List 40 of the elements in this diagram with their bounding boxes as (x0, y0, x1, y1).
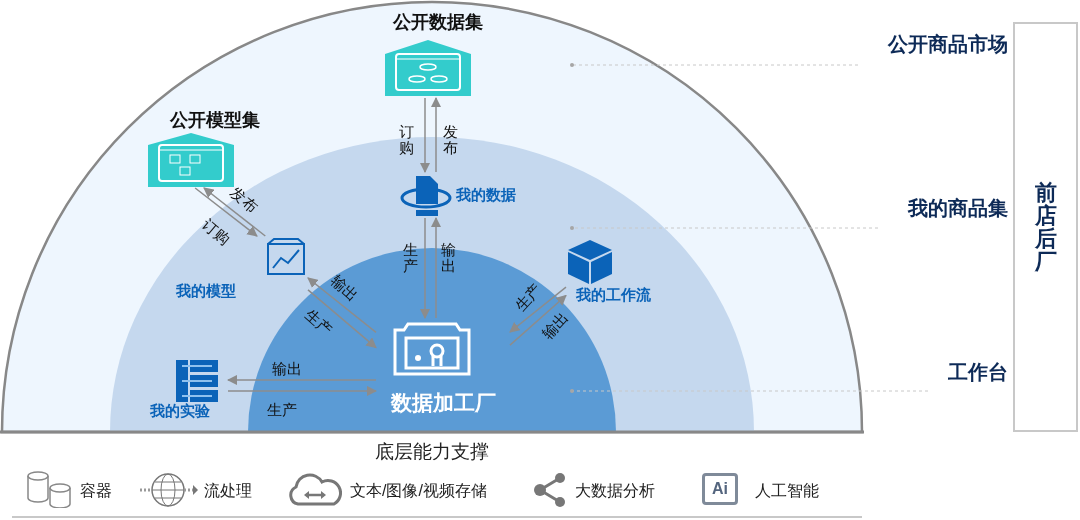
arrow (430, 96, 442, 173)
layer-label: 公开商品市场 (886, 32, 1008, 57)
arrow (307, 289, 377, 349)
heading: 公开模型集 (169, 110, 261, 132)
icon-caption: 流处理 (204, 480, 252, 500)
heading: 公开数据集 (392, 12, 484, 34)
arrow (226, 374, 377, 386)
layer-label: 我的商品集 (906, 196, 1008, 221)
arrow (419, 97, 431, 174)
edge-label: 生产 (300, 305, 336, 339)
node-label: 我的实验 (150, 402, 211, 421)
arrow (430, 216, 442, 319)
edge-label: 输出 (326, 271, 362, 305)
edge-label: 输出 (272, 360, 302, 378)
edge-label: 输出 (440, 242, 456, 274)
icon-caption: 人工智能 (755, 480, 819, 500)
arrow (509, 294, 567, 346)
edge-label: 发布 (226, 183, 262, 217)
node-label: 我的数据 (456, 186, 517, 205)
edge-label: 生产 (267, 401, 297, 419)
node-label: 数据加工厂 (389, 390, 497, 416)
arrow (419, 217, 431, 320)
edge-label: 订购 (198, 215, 234, 249)
edge-label: 生产 (402, 242, 418, 274)
arrow (509, 286, 567, 333)
icon-caption: 大数据分析 (575, 480, 655, 500)
arrow (307, 277, 377, 334)
ai-badge: Ai (702, 473, 738, 505)
arrow (227, 385, 378, 397)
edge-label: 订购 (398, 124, 414, 156)
icon-caption: 文本/图像/视频存储 (350, 480, 487, 500)
edge-label: 发布 (442, 124, 458, 156)
label-box: 前店后厂 (1013, 22, 1078, 432)
icon-caption: 容器 (80, 480, 112, 500)
section-title: 底层能力支撑 (375, 440, 489, 464)
node-label: 我的工作流 (576, 286, 652, 305)
layer-label: 工作台 (947, 360, 1008, 385)
node-label: 我的模型 (176, 282, 237, 301)
arrow (203, 187, 267, 237)
arrow (194, 187, 258, 237)
